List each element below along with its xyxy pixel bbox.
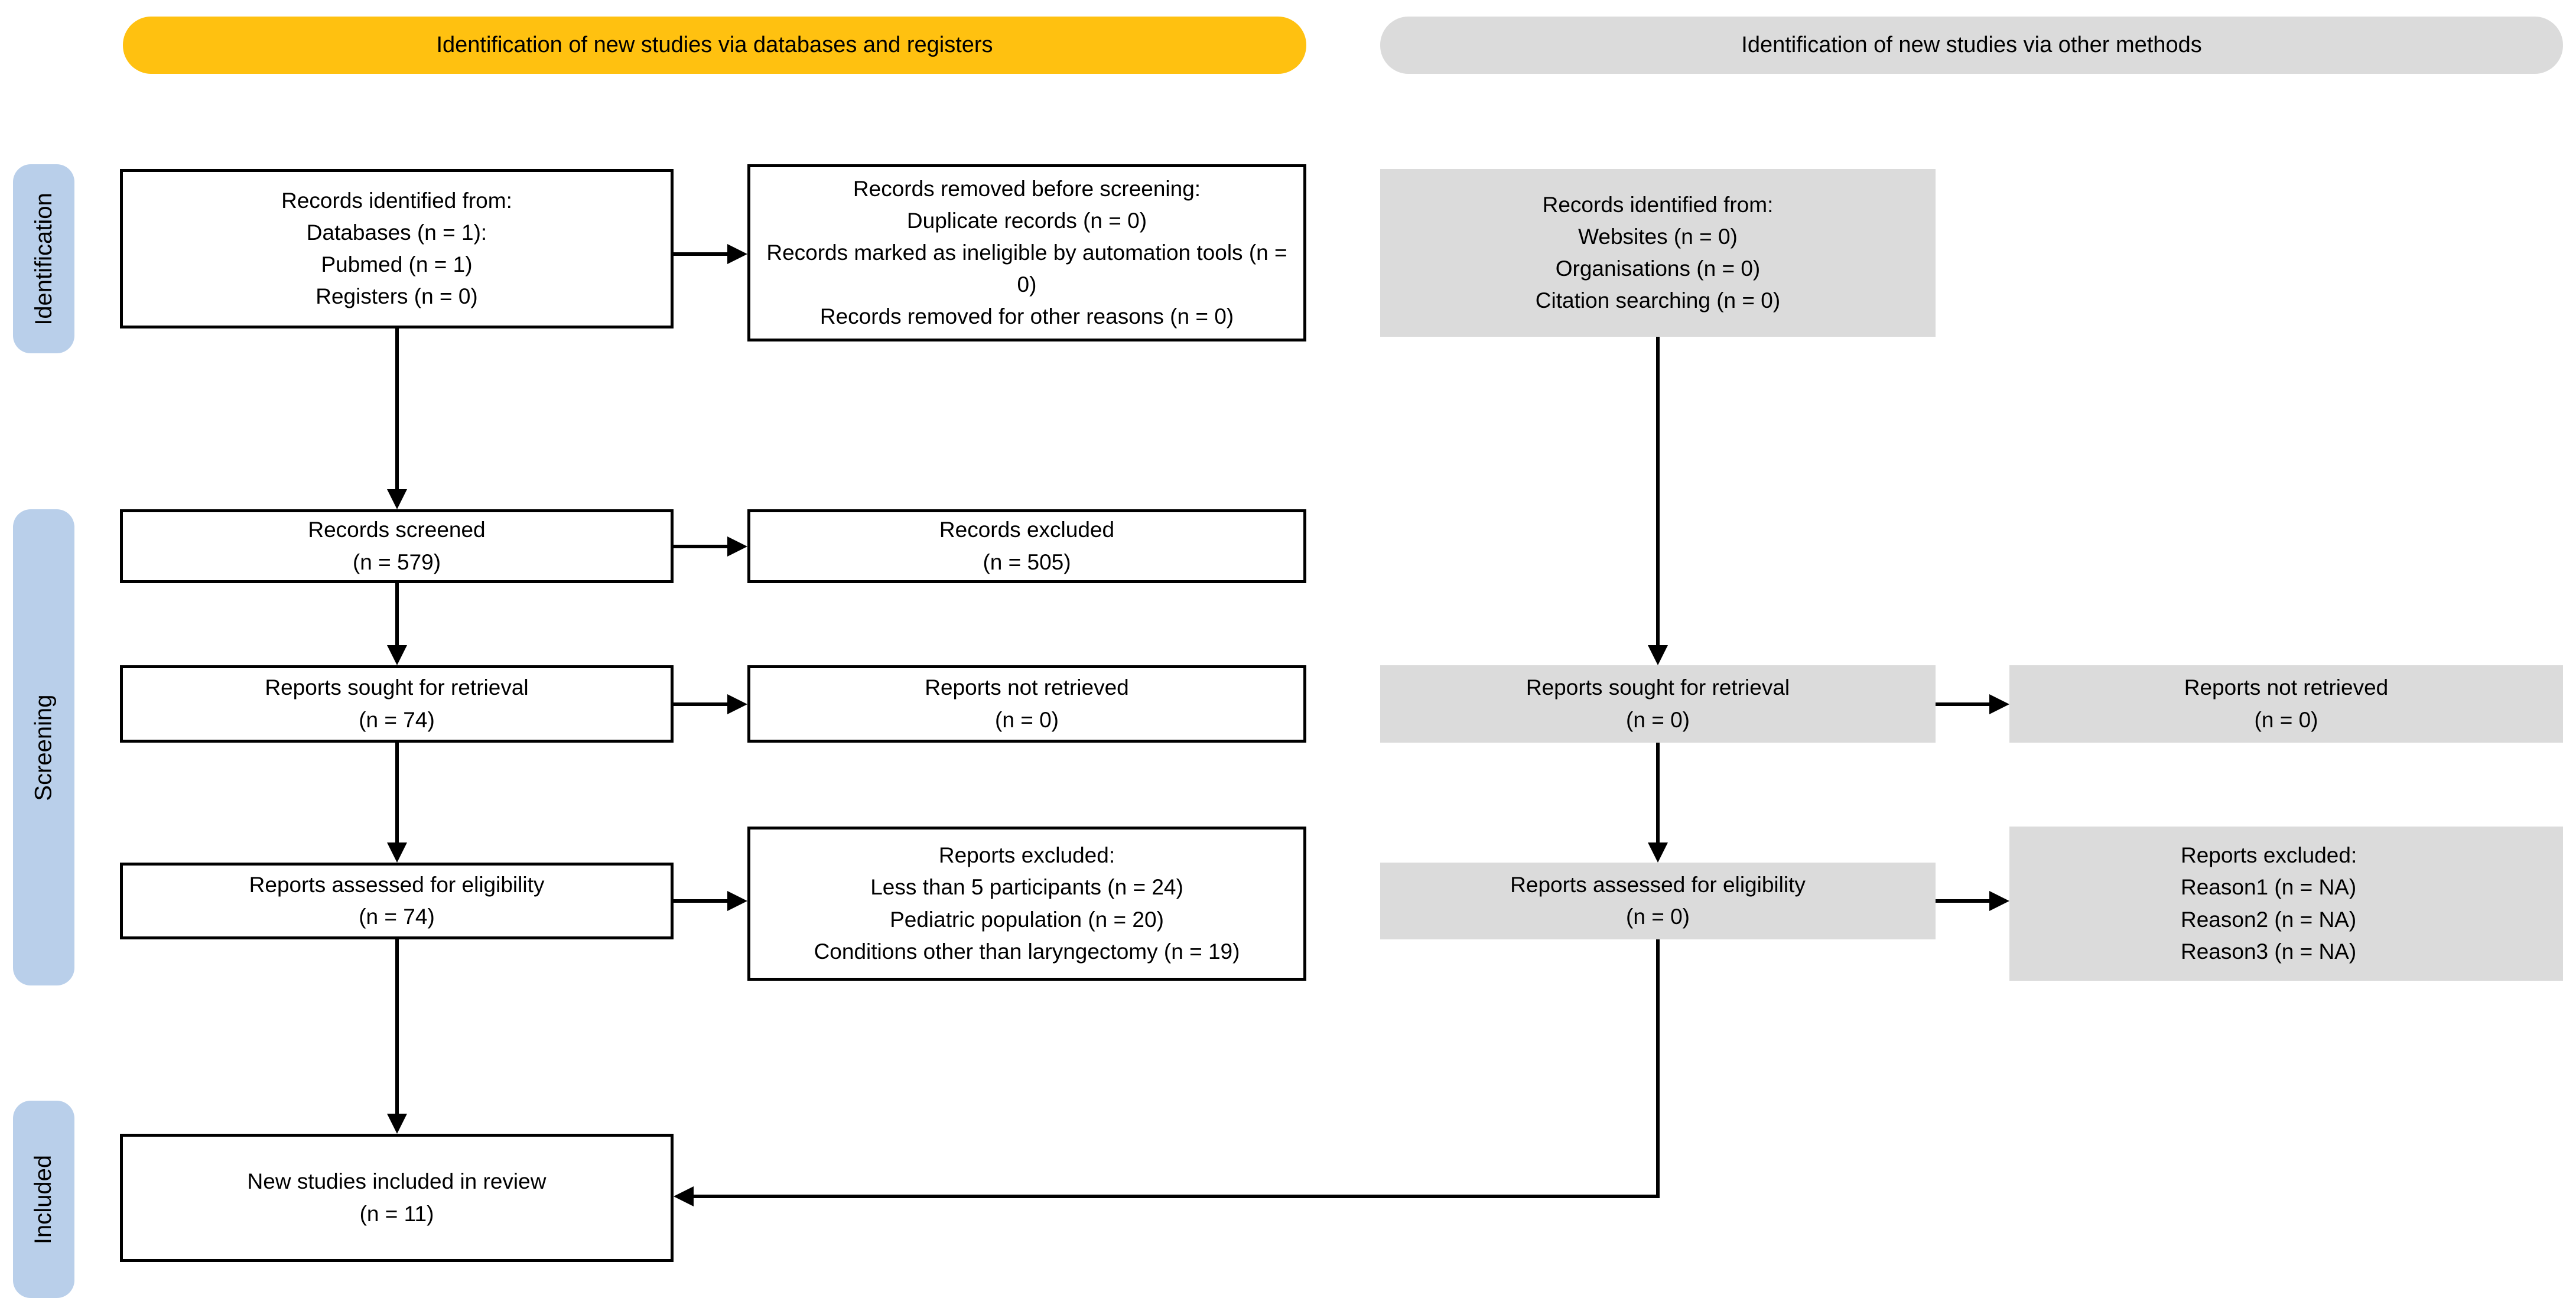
arrow-screened-to-excluded-line: [674, 545, 727, 548]
stage-label-screening: Screening: [13, 509, 74, 985]
arrow-other-assessed-to-excluded-line: [1936, 899, 1989, 903]
box-line: New studies included in review: [247, 1169, 547, 1194]
arrow-sought-to-notretrieved-line: [674, 702, 727, 706]
arrow-screened-to-excluded-head: [727, 536, 747, 557]
arrow-other-assessed-to-excluded-head: [1989, 891, 2009, 911]
stage-label-screening-text: Screening: [30, 694, 57, 801]
arrow-assessed-to-included-head: [387, 1114, 407, 1134]
box-line: Conditions other than laryngectomy (n = …: [814, 939, 1240, 964]
box-line: Records screened: [308, 518, 486, 542]
arrow-other-sought-to-assessed-line: [1656, 743, 1660, 842]
box-line: Records marked as ineligible by automati…: [766, 240, 1287, 297]
stage-label-included-text: Included: [30, 1154, 57, 1244]
arrow-assessed-to-excluded-head: [727, 891, 747, 911]
box-line: Reports not retrieved: [925, 675, 1129, 700]
arrow-screened-to-sought-head: [387, 645, 407, 665]
arrow-other-assessed-to-included-vertical: [1656, 939, 1660, 1198]
box-reports-assessed-databases: Reports assessed for eligibility (n = 74…: [120, 863, 674, 939]
box-line: Reports excluded:: [938, 843, 1115, 868]
box-reports-not-retrieved-other: Reports not retrieved (n = 0): [2009, 665, 2563, 743]
box-line: Reports sought for retrieval: [1526, 675, 1790, 700]
box-reports-not-retrieved-databases: Reports not retrieved (n = 0): [747, 665, 1306, 743]
box-reports-excluded-databases: Reports excluded: Less than 5 participan…: [747, 827, 1306, 981]
box-line: (n = 74): [359, 905, 435, 929]
box-line: Records removed before screening:: [853, 176, 1201, 201]
box-line: Databases (n = 1):: [306, 220, 487, 245]
box-line: (n = 74): [359, 707, 435, 732]
banner-other-methods-label: Identification of new studies via other …: [1741, 32, 2202, 57]
box-records-identified-other: Records identified from: Websites (n = 0…: [1380, 169, 1936, 337]
arrow-sought-to-assessed-line: [395, 743, 399, 842]
box-line: Records removed for other reasons (n = 0…: [819, 304, 1234, 329]
box-line: Citation searching (n = 0): [1535, 288, 1781, 313]
box-line: Reports sought for retrieval: [265, 675, 529, 700]
box-line: Reports not retrieved: [2184, 675, 2389, 700]
box-line: Reason1 (n = NA): [2181, 875, 2357, 900]
arrow-other-identified-to-sought-line: [1656, 337, 1660, 645]
arrow-identified-to-screened-head: [387, 489, 407, 509]
stage-label-identification-text: Identification: [30, 192, 57, 326]
arrow-other-sought-to-notretrieved-line: [1936, 702, 1989, 706]
banner-databases-registers: Identification of new studies via databa…: [123, 17, 1306, 74]
box-line: Organisations (n = 0): [1555, 256, 1761, 281]
box-line: (n = 0): [1626, 905, 1690, 929]
box-reports-excluded-other: Reports excluded: Reason1 (n = NA) Reaso…: [2009, 827, 2563, 981]
stage-label-included: Included: [13, 1101, 74, 1298]
arrow-other-sought-to-assessed-head: [1648, 842, 1668, 863]
box-line: Reports assessed for eligibility: [1510, 872, 1806, 897]
box-line: Records excluded: [939, 518, 1115, 542]
box-line: Reports excluded:: [2181, 843, 2357, 868]
arrow-sought-to-assessed-head: [387, 842, 407, 863]
box-records-excluded: Records excluded (n = 505): [747, 509, 1306, 583]
box-line: Records identified from:: [1542, 192, 1774, 217]
box-line: (n = 0): [2254, 707, 2318, 732]
arrow-other-identified-to-sought-head: [1648, 645, 1668, 665]
arrow-identified-to-removed-head: [727, 244, 747, 264]
box-reports-sought-other: Reports sought for retrieval (n = 0): [1380, 665, 1936, 743]
box-line: Reason2 (n = NA): [2181, 907, 2357, 932]
box-line: Pediatric population (n = 20): [890, 907, 1164, 932]
box-line: (n = 0): [995, 707, 1059, 732]
box-reports-assessed-other: Reports assessed for eligibility (n = 0): [1380, 863, 1936, 939]
arrow-other-assessed-to-included-head: [674, 1186, 694, 1206]
box-line: Duplicate records (n = 0): [906, 208, 1147, 233]
box-line: (n = 11): [359, 1201, 434, 1226]
banner-other-methods: Identification of new studies via other …: [1380, 17, 2563, 74]
arrow-other-sought-to-notretrieved-head: [1989, 694, 2009, 714]
box-line: Registers (n = 0): [316, 284, 478, 309]
box-new-studies-included: New studies included in review (n = 11): [120, 1134, 674, 1262]
box-records-removed-before-screening: Records removed before screening: Duplic…: [747, 164, 1306, 341]
box-line: (n = 579): [352, 549, 441, 574]
arrow-assessed-to-included-line: [395, 939, 399, 1114]
arrow-identified-to-removed-line: [674, 252, 727, 256]
arrow-sought-to-notretrieved-head: [727, 694, 747, 714]
box-line: Less than 5 participants (n = 24): [870, 875, 1183, 900]
arrow-screened-to-sought-line: [395, 583, 399, 645]
box-records-identified-databases: Records identified from: Databases (n = …: [120, 169, 674, 328]
box-line: Websites (n = 0): [1578, 224, 1738, 249]
arrow-identified-to-screened-line: [395, 328, 399, 489]
box-records-screened: Records screened (n = 579): [120, 509, 674, 583]
stage-label-identification: Identification: [13, 164, 74, 353]
box-line: (n = 0): [1626, 707, 1690, 732]
arrow-assessed-to-excluded-line: [674, 899, 727, 903]
box-line: Reports assessed for eligibility: [249, 872, 545, 897]
box-reports-sought-databases: Reports sought for retrieval (n = 74): [120, 665, 674, 743]
box-line: Records identified from:: [281, 188, 512, 213]
banner-databases-registers-label: Identification of new studies via databa…: [436, 32, 993, 57]
arrow-other-assessed-to-included-horizontal: [694, 1195, 1660, 1198]
box-line: (n = 505): [983, 549, 1071, 574]
box-line: Pubmed (n = 1): [321, 252, 473, 276]
box-line: Reason3 (n = NA): [2181, 939, 2357, 964]
